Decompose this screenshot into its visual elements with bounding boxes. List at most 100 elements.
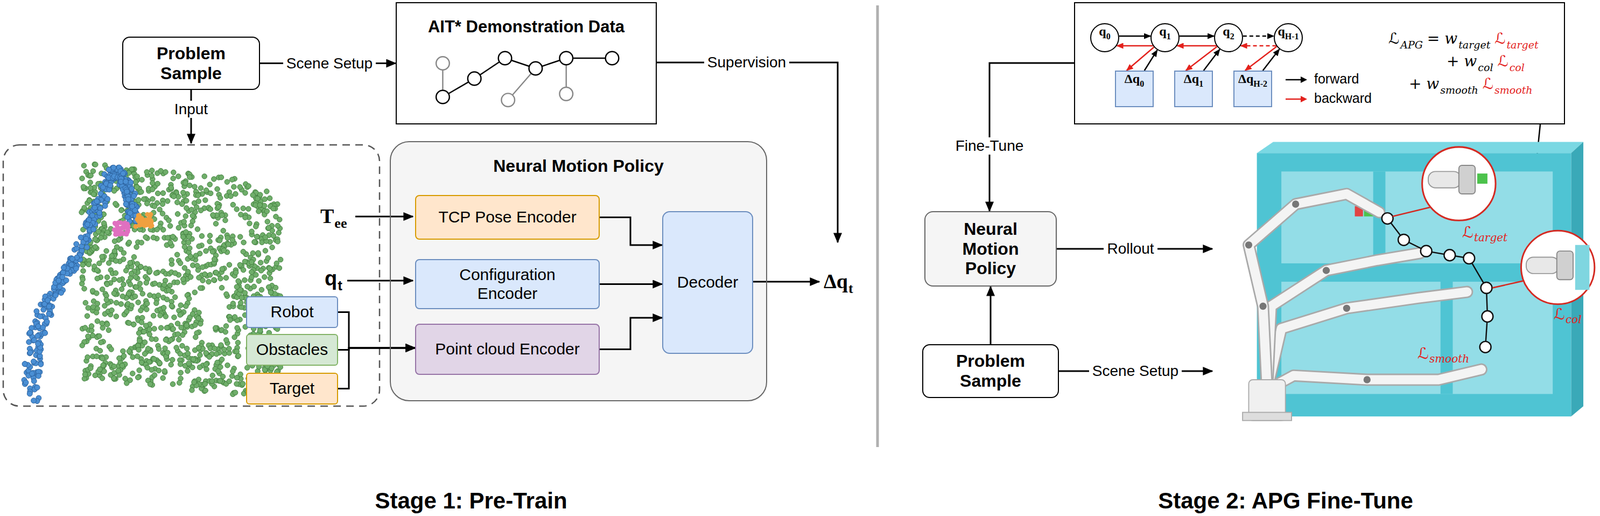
obstacle-point [189, 387, 195, 393]
formula-token: + w [1446, 52, 1477, 70]
obstacle-point [258, 348, 264, 354]
obstacle-point [184, 205, 189, 211]
robot-point [27, 329, 33, 335]
obstacle-point [276, 229, 282, 235]
obstacle-point [180, 190, 186, 195]
obstacle-point [152, 280, 158, 286]
obstacle-point [79, 209, 84, 215]
obstacle-point [232, 314, 237, 320]
obstacle-point [92, 244, 98, 250]
formula-token: target [1458, 39, 1491, 52]
obstacle-point [106, 327, 111, 333]
obstacle-point [136, 330, 142, 336]
obstacle-point [276, 265, 282, 271]
state-circle: q0 [1090, 23, 1120, 53]
connector [990, 286, 992, 345]
obstacle-point [173, 345, 179, 350]
waypoint [1443, 249, 1456, 261]
obstacle-point [136, 347, 142, 353]
subscript: 2 [1230, 31, 1235, 42]
legend-arrow-head [1300, 95, 1308, 103]
obstacle-point [171, 193, 177, 199]
obstacle-point [87, 179, 93, 185]
state-circle: qH-1 [1273, 23, 1303, 53]
obstacle-point [90, 191, 96, 197]
obstacle-point [206, 354, 212, 360]
node-text: q [1159, 24, 1167, 40]
obstacle-point [276, 376, 282, 382]
obstacle-point [256, 308, 262, 314]
connector [1186, 46, 1218, 71]
obstacle-point [155, 190, 160, 196]
obstacle-point [94, 290, 100, 296]
subscript: t [337, 277, 343, 294]
rollout-arrow [1056, 248, 1213, 250]
node-text: Point cloud Encoder [434, 339, 580, 359]
node-text: Problem Sample [939, 351, 1042, 391]
robot-point [131, 193, 137, 199]
obstacle-point [155, 180, 160, 186]
robot-point [35, 340, 41, 347]
obstacle-point [153, 300, 159, 306]
obstacle-point [262, 196, 268, 202]
robot-point [23, 379, 29, 385]
obstacle-point [131, 254, 137, 259]
obstacle-point [221, 346, 227, 352]
obstacle-point [170, 326, 176, 332]
robot-joint [1363, 375, 1371, 383]
obstacle-point [244, 365, 250, 370]
obstacle-point [80, 262, 86, 268]
robot-point [29, 370, 35, 377]
obstacle-point [179, 201, 185, 207]
obstacle-point [108, 346, 114, 352]
obstacle-point [211, 277, 217, 283]
obstacle-point [230, 201, 236, 207]
waypoint [1420, 245, 1433, 257]
obstacle-point [247, 305, 253, 311]
obstacle-point [150, 196, 156, 202]
robot-point [36, 373, 42, 379]
obstacle-point [222, 329, 228, 335]
obstacle-point [187, 174, 193, 180]
obstacle-point [128, 270, 134, 276]
obstacle-point [96, 333, 102, 339]
obstacle-point [121, 250, 126, 256]
input-region [3, 144, 380, 406]
obstacle-point [219, 356, 224, 362]
connector [1245, 46, 1277, 71]
obstacle-point [160, 305, 166, 311]
shelf-front [1257, 152, 1572, 417]
obstacle-point [202, 197, 208, 203]
connector [1262, 48, 1280, 71]
obstacle-point [242, 312, 248, 318]
node-text: Configuration Encoder [443, 265, 573, 303]
zoom-leader [1392, 207, 1431, 217]
process-box: Point cloud Encoder [415, 323, 600, 375]
robot-link [1267, 253, 1421, 390]
obstacle-point [213, 351, 219, 356]
legend-arrow [1285, 69, 1310, 90]
obstacle-point [150, 312, 156, 318]
connector [599, 283, 663, 285]
obstacle-point [188, 274, 194, 280]
obstacle-point [274, 369, 280, 375]
obstacle-point [242, 214, 248, 220]
robot-point [57, 284, 63, 290]
graph-vertex [436, 90, 450, 104]
connector [599, 217, 663, 246]
obstacle-point [138, 189, 144, 195]
connector [1203, 49, 1220, 71]
robot-point [106, 166, 112, 173]
robot-joint [1245, 241, 1253, 249]
stage-divider [876, 5, 880, 447]
obstacle-point [192, 289, 198, 295]
obstacle-point [123, 268, 129, 273]
state-circle: q2 [1213, 23, 1244, 53]
obstacle-point [111, 363, 117, 369]
obstacle-point [113, 201, 118, 207]
obstacle-point [92, 236, 98, 242]
legend-arrow [1285, 89, 1310, 109]
obstacle-point [136, 367, 142, 373]
target-point [113, 221, 118, 227]
obstacle-point [225, 362, 230, 368]
